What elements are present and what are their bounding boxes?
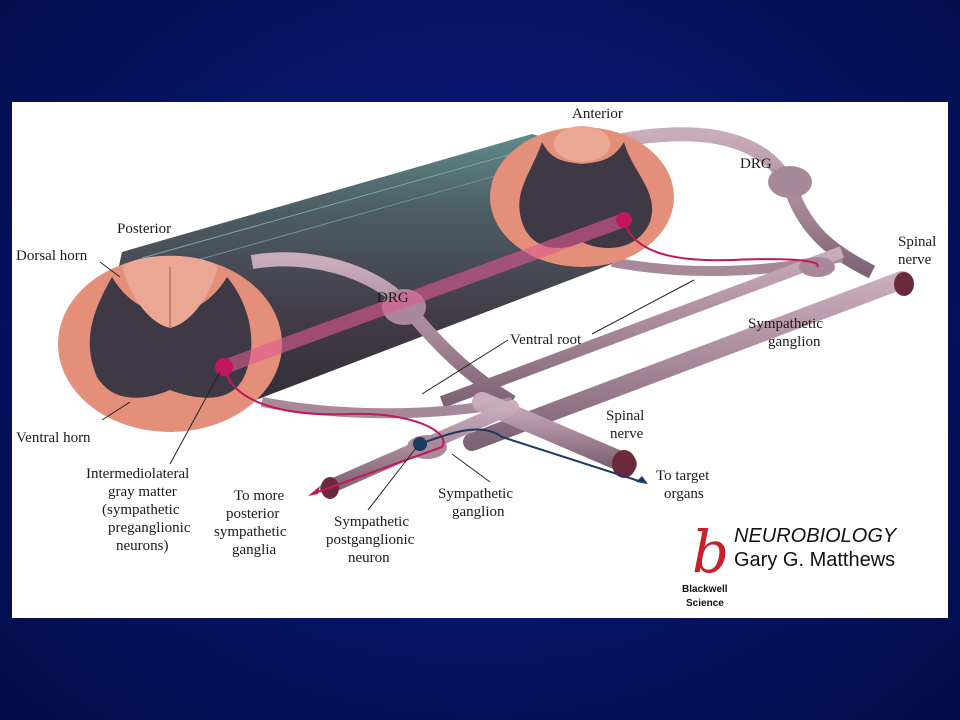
posterior-arrow [308,486,320,496]
label-anterior: Anterior [572,106,623,122]
label-intermediolateral-4: preganglionic [108,520,191,536]
label-to-more-posterior-1: To more [234,488,285,504]
label-postganglionic-3: neuron [348,550,390,566]
label-drg-back: DRG [740,156,772,172]
back-drg [768,166,812,198]
leader-postganglionic [367,447,417,511]
back-spinal-nerve [463,271,911,451]
leader-dorsal-horn [99,261,121,278]
preganglionic-column [221,213,627,374]
book-title: NEUROBIOLOGY [734,525,898,547]
spinal-cord-diagram: Anterior Posterior Dorsal horn Ventral h… [16,106,936,609]
front-spinal-nerve-cut [612,450,636,478]
label-sympathetic-ganglion-front-2: ganglion [452,504,505,520]
label-intermediolateral-5: neurons) [116,538,169,554]
book-author: Gary G. Matthews [734,549,895,571]
label-spinal-nerve-back-2: nerve [898,252,932,268]
label-ventral-horn: Ventral horn [16,430,91,446]
posterior-axon [311,446,443,495]
label-postganglionic-1: Sympathetic [334,514,409,530]
publisher-name-2: Science [686,598,724,609]
label-postganglionic-2: postganglionic [326,532,415,548]
leader-front-ganglion [451,453,491,483]
back-spinal-nerve-cut [894,272,914,296]
label-spinal-nerve-front-2: nerve [610,426,644,442]
label-drg-front: DRG [377,290,409,306]
ventral-root-arrow-a [421,339,509,395]
label-intermediolateral-1: Intermediolateral [86,466,189,482]
label-spinal-nerve-back-1: Spinal [898,234,936,250]
front-cross-section [58,255,282,432]
label-intermediolateral-3: (sympathetic [102,502,180,518]
ventral-root-arrow-b [591,279,695,335]
target-arrow [636,476,648,484]
diagram-panel: Anterior Posterior Dorsal horn Ventral h… [12,102,948,618]
back-sympathetic-chain [439,246,845,408]
front-preganglionic-axon [223,366,445,448]
label-to-more-posterior-4: ganglia [232,542,276,558]
label-dorsal-horn: Dorsal horn [16,248,88,264]
back-preganglionic-axon [623,219,819,268]
label-sympathetic-ganglion-front-1: Sympathetic [438,486,513,502]
label-ventral-root: Ventral root [510,332,582,348]
label-intermediolateral-2: gray matter [108,484,177,500]
back-cross-section [490,126,674,267]
blackwell-logo-icon: b [692,518,729,586]
label-sympathetic-ganglion-back-1: Sympathetic [748,316,823,332]
publisher-branding: b NEUROBIOLOGY Gary G. Matthews Blackwel… [682,518,898,609]
leader-ventral-horn [101,401,131,421]
label-to-more-posterior-2: posterior [226,506,279,522]
label-posterior: Posterior [117,221,171,237]
postganglionic-axon [419,428,643,483]
label-sympathetic-ganglion-back-2: ganglion [768,334,821,350]
cord-highlight [141,145,541,259]
label-spinal-nerve-front-1: Spinal [606,408,644,424]
publisher-name-1: Blackwell [682,584,728,595]
label-to-more-posterior-3: sympathetic [214,524,287,540]
leader-intermediolateral [169,371,221,465]
cord-highlight [161,159,553,271]
label-target-organs-2: organs [664,486,704,502]
label-target-organs-1: To target [656,468,710,484]
